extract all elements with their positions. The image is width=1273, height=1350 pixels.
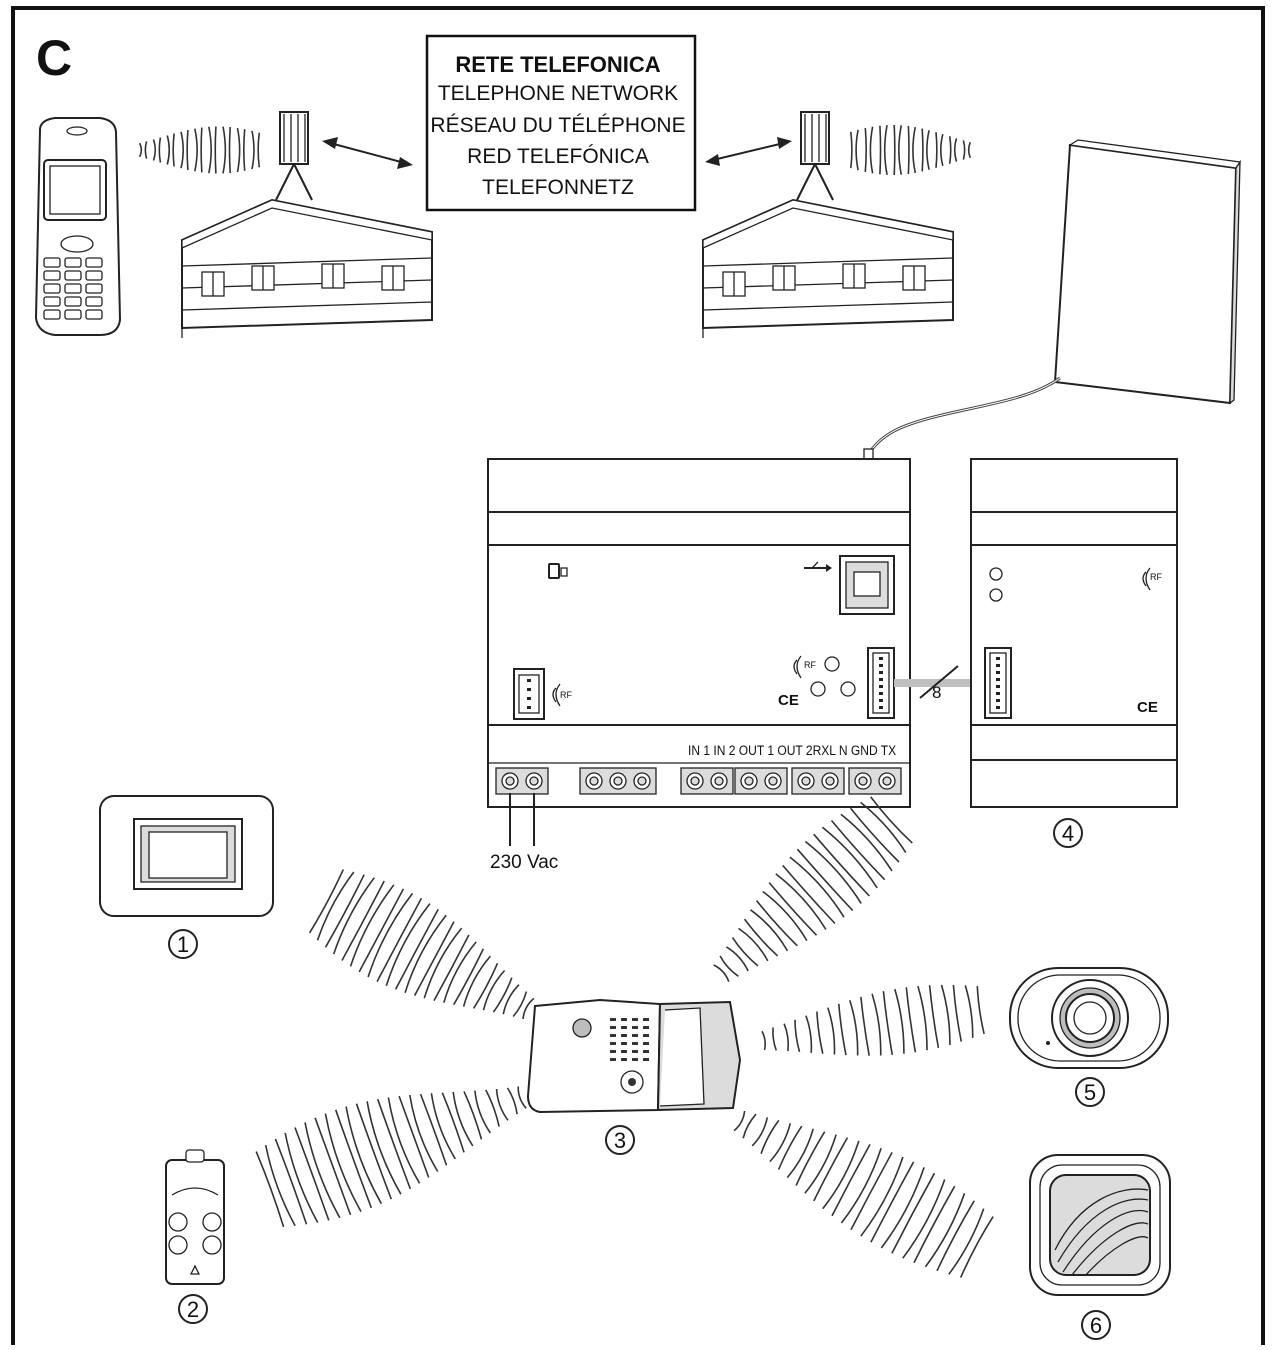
usb-port-icon (804, 555, 895, 615)
bus-connector-main (867, 647, 895, 719)
device-number-2: 2 (178, 1294, 208, 1324)
power-label: 230 Vac (490, 852, 558, 873)
phone-key (64, 296, 82, 307)
device-number-5: 5 (1075, 1077, 1105, 1107)
network-line-es: RED TELEFÓNICA (467, 145, 649, 168)
motion-sensor-icon (1029, 1154, 1171, 1296)
gsm-antenna-panel-icon (863, 139, 1242, 460)
led-indicator (840, 681, 856, 697)
svg-text:1: 1 (177, 932, 189, 957)
network-line-en: TELEPHONE NETWORK (438, 82, 678, 105)
central-unit-icon (526, 998, 742, 1114)
led-indicator (810, 681, 826, 697)
device-number-1: 1 (168, 929, 198, 959)
phone-key (64, 283, 82, 294)
svg-text:4: 4 (1062, 821, 1074, 846)
smoke-detector-icon (1009, 967, 1169, 1069)
led-indicator (989, 588, 1003, 602)
ce-mark-right: CE (1137, 699, 1158, 716)
rf-mark-center-icon: RF (793, 655, 816, 679)
phone-key (64, 309, 82, 320)
phone-key (85, 257, 103, 268)
wall-touch-panel-icon (99, 795, 274, 917)
radio-waves (138, 124, 994, 1278)
device-number-3: 3 (605, 1125, 635, 1155)
rf-connector-left: RF (513, 668, 572, 720)
bus-cable: 8 (894, 665, 985, 702)
expansion-module: RF CE (970, 458, 1178, 808)
svg-text:2: 2 (187, 1297, 199, 1322)
ce-mark-center: CE (778, 692, 799, 709)
phone-key (85, 283, 103, 294)
main-control-unit: RF RF CE IN 1 IN 2 OUT 1 OUT 2RXL N GND … (487, 458, 911, 873)
phone-key (85, 309, 103, 320)
network-arrow-left (322, 137, 413, 169)
antenna-building-right (702, 111, 954, 338)
phone-key (64, 257, 82, 268)
network-title: RETE TELEFONICA (455, 52, 660, 77)
antenna-building-left (181, 111, 433, 338)
screw-terminal-block (495, 767, 902, 795)
rf-mark-right-icon: RF (1142, 567, 1162, 591)
phone-key (64, 270, 82, 281)
led-indicator (989, 567, 1003, 581)
rf-mark-right: RF (1150, 572, 1162, 582)
svg-text:6: 6 (1090, 1313, 1102, 1338)
network-line-de: TELEFONNETZ (482, 176, 634, 199)
phone-key (43, 296, 61, 307)
figure-letter: C (36, 30, 72, 86)
bus-connector-expansion (984, 647, 1012, 719)
phone-key (43, 309, 61, 320)
phone-key (85, 296, 103, 307)
sim-card-icon (548, 563, 568, 579)
phone-key (85, 270, 103, 281)
phone-key (43, 270, 61, 281)
remote-control-icon (165, 1149, 225, 1285)
svg-text:5: 5 (1084, 1080, 1096, 1105)
bus-wire-count: 8 (932, 683, 941, 702)
rf-mark-center: RF (804, 660, 816, 670)
rf-mark-left: RF (560, 690, 572, 700)
phone-key (43, 283, 61, 294)
network-arrow-right (705, 137, 792, 166)
device-number-4: 4 (1053, 818, 1083, 848)
telephone-network-box: RETE TELEFONICA TELEPHONE NETWORK RÉSEAU… (425, 34, 697, 212)
phone-key (43, 257, 61, 268)
mobile-phone-icon (34, 117, 122, 336)
svg-text:3: 3 (614, 1128, 626, 1153)
network-line-fr: RÉSEAU DU TÉLÉPHONE (430, 114, 685, 137)
terminal-labels: IN 1 IN 2 OUT 1 OUT 2RXL N GND TX (688, 742, 896, 758)
led-indicator (824, 656, 840, 672)
device-number-6: 6 (1081, 1310, 1111, 1340)
